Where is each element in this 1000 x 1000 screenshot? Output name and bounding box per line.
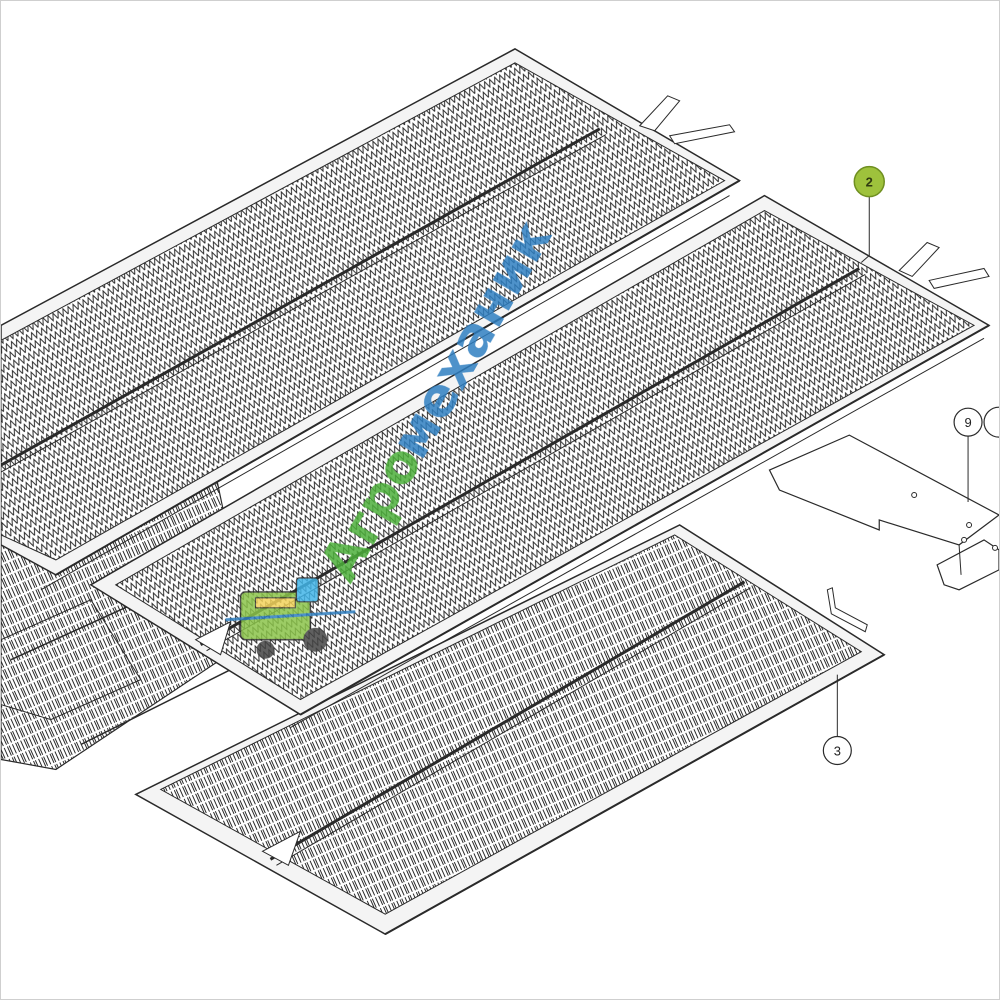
support-bracket [768, 434, 999, 591]
callout-3[interactable]: 3 [822, 674, 852, 766]
combine-harvester-icon [225, 577, 356, 659]
callout-partial-circle [983, 406, 999, 438]
callout-9-label: 9 [964, 415, 971, 430]
callout-2[interactable]: 2 [853, 165, 885, 263]
callout-3-label: 3 [834, 743, 841, 758]
upper-left-grain-pan [1, 48, 742, 591]
callout-2-label: 2 [866, 175, 873, 190]
callout-9[interactable]: 9 [953, 406, 999, 502]
bottom-grain-pan [134, 524, 886, 936]
